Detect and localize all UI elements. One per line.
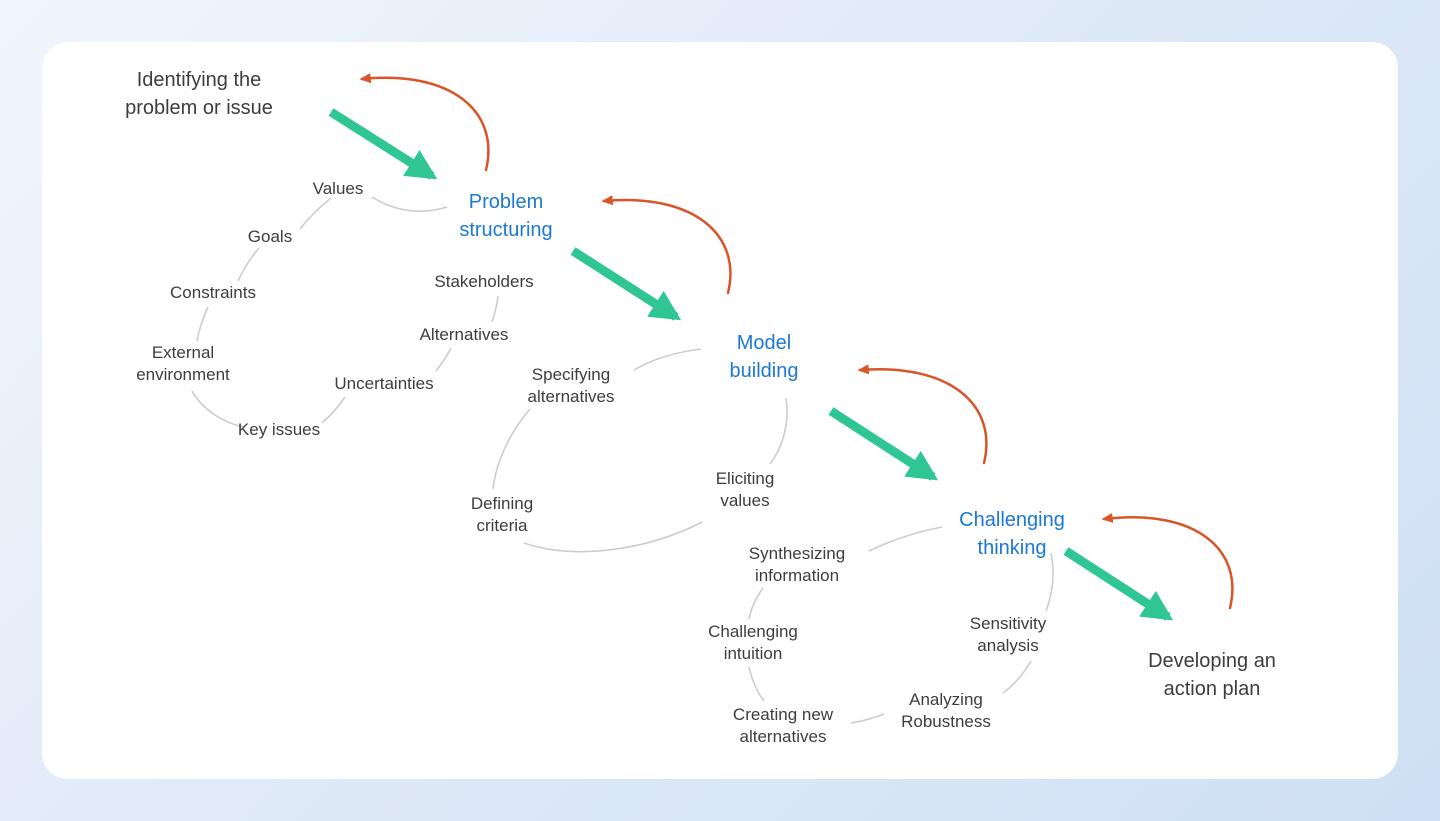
stage-challenging-thinking: Challenging thinking <box>959 509 1065 559</box>
item-alternatives: Alternatives <box>419 324 509 344</box>
item-defining-criteria: Defining criteria <box>470 493 534 535</box>
item-values: Values <box>312 178 364 198</box>
item-eliciting-values: Eliciting values <box>715 468 775 510</box>
diagram-canvas <box>42 42 1398 779</box>
stage-model-building: Model building <box>729 332 799 382</box>
item-challenging-intuition: Challenging intuition <box>708 621 798 663</box>
item-external-environment: External environment <box>136 342 230 384</box>
item-stakeholders: Stakeholders <box>434 271 534 291</box>
item-uncertainties: Uncertainties <box>334 373 434 393</box>
stage-identifying-problem: Identifying the problem or issue <box>125 69 273 119</box>
stage-problem-structuring: Problem structuring <box>459 191 553 241</box>
item-specifying-alternatives: Specifying alternatives <box>527 364 615 406</box>
stage-developing-action-plan: Developing an action plan <box>1148 650 1276 700</box>
item-constraints: Constraints <box>170 282 256 302</box>
item-analyzing-robustness: Analyzing Robustness <box>901 689 991 731</box>
item-synthesizing-information: Synthesizing information <box>748 543 846 585</box>
item-goals: Goals <box>247 226 293 246</box>
item-creating-new-alternatives: Creating new alternatives <box>732 704 834 746</box>
item-key-issues: Key issues <box>237 419 321 439</box>
item-sensitivity-analysis: Sensitivity analysis <box>969 613 1047 655</box>
